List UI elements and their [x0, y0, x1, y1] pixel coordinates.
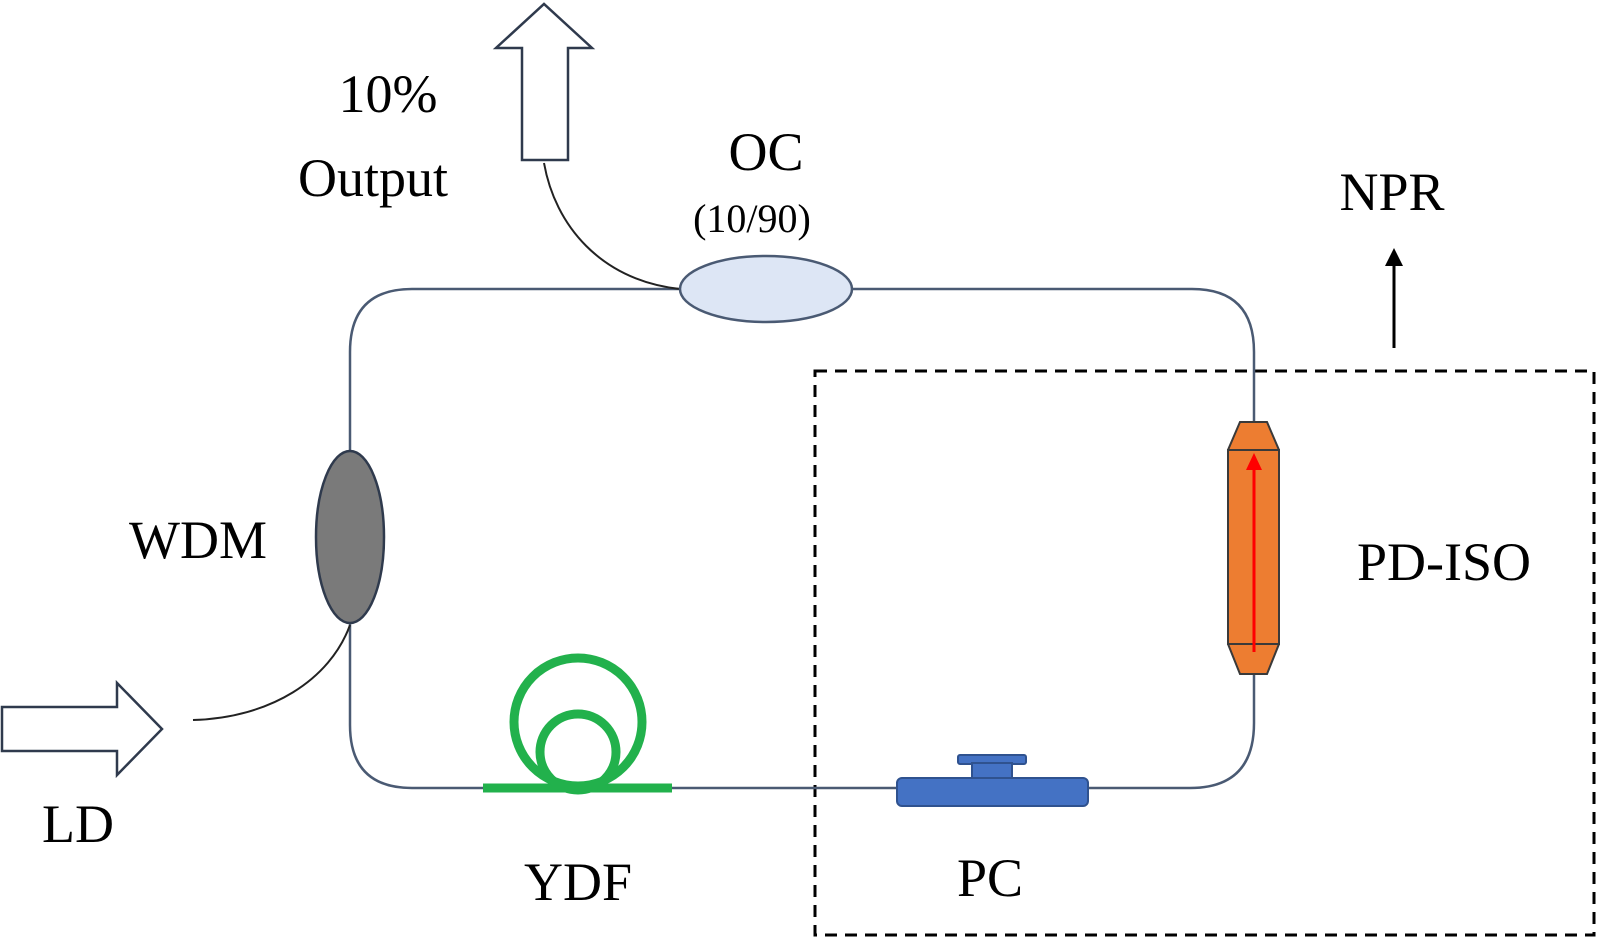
- oc-ratio-label: (10/90): [693, 196, 811, 241]
- npr-dashed-box: [813, 369, 1596, 937]
- output-percent-label: 10%: [339, 64, 438, 124]
- pd-iso-label: PD-ISO: [1357, 532, 1531, 592]
- hollow-right-arrow-icon: [0, 679, 164, 779]
- fiber-ring: [348, 287, 1256, 790]
- output-fiber: [543, 162, 681, 290]
- ydf-label: YDF: [524, 852, 632, 912]
- pc-icon: [896, 754, 1089, 807]
- output-word-label: Output: [298, 148, 448, 208]
- wdm-label: WDM: [129, 510, 267, 570]
- wdm-coupler: [314, 449, 386, 625]
- ld-label: LD: [42, 794, 114, 854]
- ydf-coil-icon: [483, 653, 672, 795]
- up-arrow-icon: [1385, 248, 1403, 348]
- pump-fiber: [192, 624, 351, 721]
- npr-label: NPR: [1339, 162, 1444, 222]
- pc-label: PC: [957, 848, 1023, 908]
- hollow-up-arrow-icon: [492, 2, 596, 162]
- pd-iso-icon: [1227, 421, 1280, 675]
- oc-name-label: OC: [728, 122, 803, 182]
- oc-coupler: [678, 254, 854, 324]
